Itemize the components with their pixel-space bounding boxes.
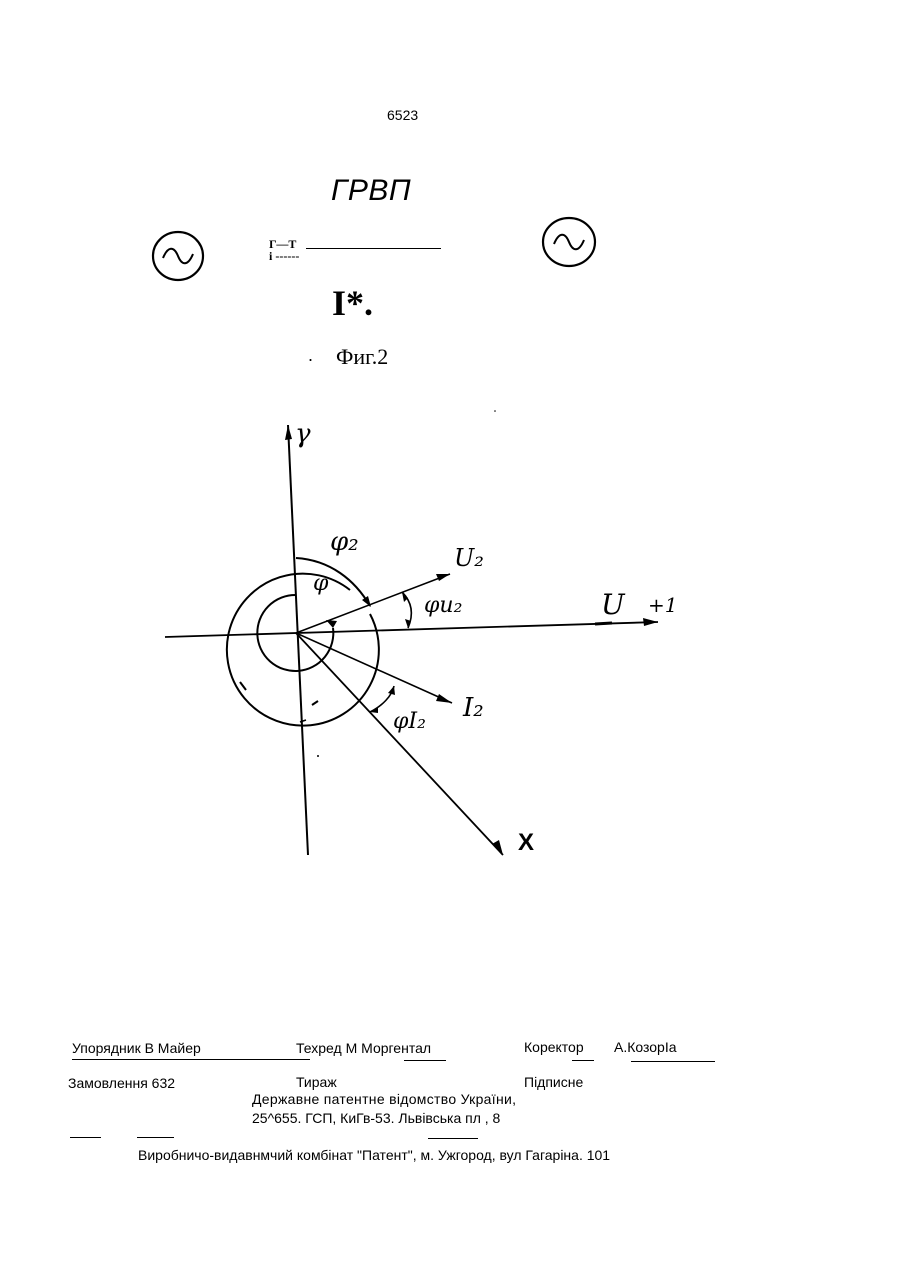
caption-dot: . (308, 345, 313, 366)
label-i2: I₂ (462, 693, 484, 723)
rule (428, 1138, 478, 1139)
address: 25^655. ГСП, КиГв-53. Львівська пл , 8 (252, 1110, 500, 1126)
generator-right-icon (539, 214, 599, 270)
rule (631, 1061, 715, 1062)
rule (404, 1060, 446, 1061)
figure-title: ГРВП (331, 174, 411, 208)
schematic-line (306, 248, 441, 249)
signed: Підписне (524, 1074, 583, 1090)
rule (72, 1059, 310, 1060)
label-plus1: +1 (648, 593, 677, 617)
generator-left-icon (150, 228, 208, 284)
rule (137, 1137, 174, 1138)
label-x: X (518, 829, 534, 856)
rule (572, 1060, 594, 1061)
label-phi-i2: φI₂ (393, 709, 426, 734)
symbol-i-star: I*. (332, 282, 373, 324)
corrector-name: А.КозорІа (614, 1039, 677, 1055)
page-number: 6523 (387, 107, 418, 123)
label-gamma: γ (295, 419, 311, 449)
publisher: Виробничо-видавнмчий комбінат "Патент", … (138, 1147, 610, 1163)
label-phi: φ (313, 571, 329, 596)
agency: Державне патентне відомство України, (252, 1091, 516, 1107)
label-phi2: φ₂ (330, 527, 359, 557)
corrector-label: Коректор (524, 1039, 584, 1055)
horizontal-axis-arrow (643, 618, 658, 626)
order-number: Замовлення 632 (68, 1075, 175, 1091)
circulation: Тираж (296, 1074, 337, 1090)
phi2-outer-arc (227, 574, 379, 726)
horizontal-axis (165, 622, 658, 637)
vector-diagram: γ φ₂ φ U₂ φu₂ U +1 I₂ φI₂ X (0, 400, 900, 880)
rule (70, 1137, 101, 1138)
compiler: Упорядник В Майер (72, 1040, 201, 1056)
figure-caption: Фиг.2 (336, 344, 388, 370)
vertical-axis-arrow (285, 425, 292, 440)
schematic-sub: i ------ (269, 250, 299, 262)
i2-vector (296, 633, 452, 703)
label-phi-u2: φu₂ (424, 593, 462, 618)
vertical-axis (288, 425, 308, 855)
schematic-block: Г—Т i ------ (269, 238, 299, 262)
x-vector (296, 633, 503, 855)
label-u: U (601, 588, 626, 621)
label-u2: U₂ (454, 544, 484, 572)
phi-i2-arc (370, 686, 394, 712)
techred: Техред М Моргентал (296, 1040, 431, 1056)
